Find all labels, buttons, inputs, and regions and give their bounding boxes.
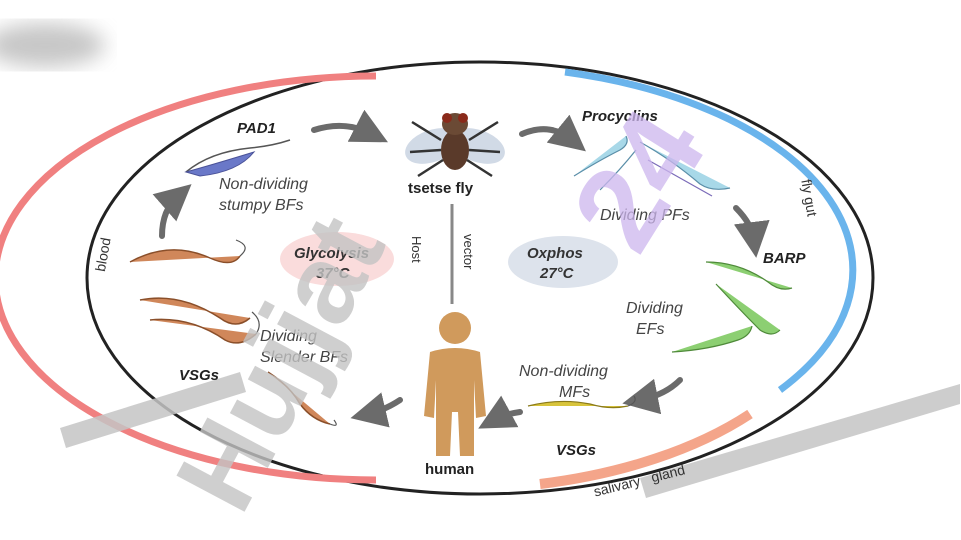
epimastigote-stage-line1: Dividing xyxy=(626,300,683,317)
vector-host-label: tsetse fly xyxy=(408,180,474,197)
glycolysis-bubble xyxy=(280,232,394,286)
metacyclic-stage-line2: MFs xyxy=(559,384,591,401)
human-silhouette-icon xyxy=(424,312,486,456)
procyclins-marker: Procyclins xyxy=(582,108,658,125)
pad1-marker: PAD1 xyxy=(237,120,276,137)
epimastigote-stage-label: Dividing EFs xyxy=(626,298,683,340)
cycle-arrows xyxy=(152,109,770,429)
metacyclic-stage-line1: Non-dividing xyxy=(519,363,608,380)
stumpy-stage-label: Non-dividing stumpy BFs xyxy=(219,174,308,216)
mammal-host-label: human xyxy=(425,461,475,478)
barp-marker: BARP xyxy=(763,250,806,267)
stumpy-bf-cell xyxy=(184,139,291,177)
host-divider-label: Host xyxy=(409,236,424,263)
host-temperature-label: 37°C xyxy=(316,265,350,282)
slender-stage-label: Dividing Slender BFs xyxy=(260,326,348,368)
procyclic-cells xyxy=(573,135,731,197)
epimastigote-stage-line2: EFs xyxy=(636,321,665,338)
stumpy-stage-line1: Non-dividing xyxy=(219,176,308,193)
blur-smudge xyxy=(0,23,105,67)
metacyclic-cell xyxy=(527,395,636,409)
slender-bf-cells xyxy=(129,239,260,344)
stumpy-stage-line2: stumpy BFs xyxy=(219,197,304,214)
slender-stage-line1: Dividing xyxy=(260,328,317,345)
metacyclic-stage-label: Non-dividing MFs xyxy=(519,361,608,403)
vsgs-left-marker: VSGs xyxy=(179,367,220,384)
oxphos-label: Oxphos xyxy=(527,245,583,262)
epimastigote-cells xyxy=(671,261,793,353)
vector-divider-label: vector xyxy=(461,234,476,270)
oxphos-bubble xyxy=(508,236,618,288)
blood-arc xyxy=(0,72,377,484)
watermark-bars xyxy=(60,372,960,498)
salivary-gland-arc xyxy=(539,409,753,489)
slender-stage-line2: Slender BFs xyxy=(260,349,349,366)
vector-temperature-label: 27°C xyxy=(540,265,574,282)
tsetse-fly-icon xyxy=(405,113,505,178)
procyclic-stage-label: Dividing PFs xyxy=(600,207,690,224)
glycolysis-label: Glycolysis xyxy=(294,245,370,262)
vsg-bf-cell xyxy=(267,371,337,426)
cycle-circle xyxy=(85,60,875,496)
vsgs-right-marker: VSGs xyxy=(556,442,597,459)
fly-gut-arc xyxy=(564,68,857,393)
